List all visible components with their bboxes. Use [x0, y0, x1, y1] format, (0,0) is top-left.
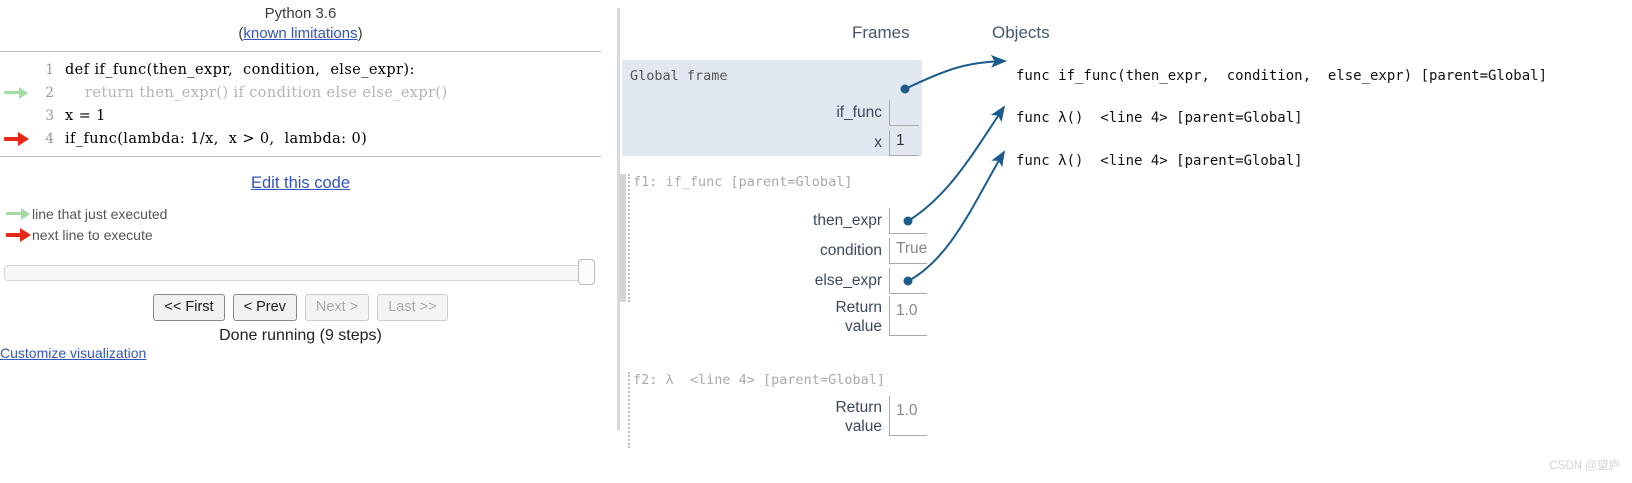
variable-row-if_func: if_func: [772, 98, 919, 128]
known-limitations-link[interactable]: known limitations: [243, 25, 358, 42]
line-number: 3: [45, 107, 54, 124]
variable-row-return-value: Return value 1.0: [772, 396, 927, 438]
legend-label: next line to execute: [32, 226, 153, 243]
code-row[interactable]: 3 x = 1: [0, 104, 601, 127]
just-executed-arrow-icon: [4, 86, 30, 99]
prev-button[interactable]: < Prev: [232, 294, 297, 321]
frames-heading: Frames: [852, 23, 910, 42]
global-frame-title: Global frame: [630, 68, 728, 84]
pointer-arrow-then_expr: [907, 105, 1006, 222]
code-text: x = 1: [65, 107, 106, 124]
step-navigation-buttons: << First < Prev Next > Last >>: [0, 294, 601, 321]
object-entry-if_func: func if_func(then_expr, condition, else_…: [1016, 68, 1548, 84]
code-row[interactable]: 4 if_func(lambda: 1/x, x > 0, lambda: 0): [0, 127, 601, 150]
variable-name: condition: [819, 242, 882, 259]
variable-row-condition: condition True: [772, 236, 927, 266]
frame-left-rule: [628, 174, 631, 302]
variable-value: True: [889, 238, 927, 264]
code-listing: 1 def if_func(then_expr, condition, else…: [0, 51, 601, 157]
variable-value-pointer: [889, 100, 919, 126]
visualization-panel: Frames Objects Global frame if_func x 1 …: [620, 0, 1632, 483]
variable-name: then_expr: [813, 212, 882, 229]
variable-name: x: [874, 134, 882, 151]
next-line-arrow-icon: [4, 131, 30, 146]
variable-row-x: x 1: [772, 128, 919, 158]
frame-label: f1: if_func [parent=Global]: [633, 174, 853, 190]
line-number: 2: [45, 84, 54, 101]
code-text: if_func(lambda: 1/x, x > 0, lambda: 0): [65, 130, 368, 147]
variable-name: Return value: [835, 299, 882, 335]
slider-handle[interactable]: [578, 259, 595, 285]
step-slider[interactable]: [4, 259, 595, 285]
variable-value: 1.0: [889, 296, 927, 336]
code-arrow-cell: [0, 81, 34, 104]
variable-name: else_expr: [814, 272, 882, 289]
python-version-label: Python 3.6: [264, 5, 337, 22]
code-text: def if_func(then_expr, condition, else_e…: [65, 61, 415, 78]
code-text: return then_expr() if condition else els…: [65, 84, 448, 101]
next-button[interactable]: Next >: [304, 294, 370, 321]
variable-value-pointer: [889, 208, 927, 234]
slider-track[interactable]: [4, 265, 595, 281]
edit-this-code-link[interactable]: Edit this code: [250, 174, 351, 192]
code-arrow-cell: [0, 127, 34, 150]
known-limitations-line: (known limitations): [0, 24, 601, 44]
legend-label: line that just executed: [32, 205, 168, 222]
execution-status: Done running (9 steps): [219, 327, 382, 344]
global-frame: Global frame if_func x 1: [622, 60, 922, 156]
variable-value: 1: [889, 130, 919, 156]
variable-row-else_expr: else_expr: [772, 266, 927, 296]
code-row[interactable]: 1 def if_func(then_expr, condition, else…: [0, 58, 601, 81]
python-version-block: Python 3.6 (known limitations): [0, 0, 601, 44]
green-arrow-icon: [2, 206, 32, 222]
legend: line that just executed next line to exe…: [0, 203, 601, 245]
legend-item-next-line: next line to execute: [2, 224, 601, 245]
edit-code-row: Edit this code: [0, 174, 601, 193]
code-arrow-cell: [0, 58, 34, 81]
frame-label: f2: λ <line 4> [parent=Global]: [633, 372, 885, 388]
variable-name: Return value: [835, 399, 882, 435]
first-button[interactable]: << First: [153, 294, 225, 321]
line-number: 4: [45, 130, 54, 147]
variable-value: 1.0: [889, 396, 927, 436]
object-entry-lambda-2: func λ() <line 4> [parent=Global]: [1016, 153, 1303, 169]
variable-row-then_expr: then_expr: [772, 206, 927, 236]
last-button[interactable]: Last >>: [377, 294, 448, 321]
variable-value-pointer: [889, 268, 927, 294]
watermark: CSDN @望庐: [1549, 460, 1620, 472]
code-arrow-cell: [0, 104, 34, 127]
frame-active-bar: [620, 174, 626, 302]
line-number: 1: [45, 61, 54, 78]
code-panel: Python 3.6 (known limitations) 1 def if_…: [0, 0, 601, 483]
frame-left-rule: [628, 372, 631, 448]
paren-open: (: [238, 25, 244, 42]
object-entry-lambda-1: func λ() <line 4> [parent=Global]: [1016, 110, 1303, 126]
variable-row-return-value: Return value 1.0: [772, 296, 927, 338]
legend-item-just-executed: line that just executed: [2, 203, 601, 224]
code-row[interactable]: 2 return then_expr() if condition else e…: [0, 81, 601, 104]
customize-visualization-link[interactable]: Customize visualization: [0, 345, 147, 361]
objects-heading: Objects: [992, 23, 1050, 42]
paren-close: ): [357, 25, 363, 42]
panel-divider: [617, 8, 620, 430]
variable-name: if_func: [836, 104, 882, 121]
red-arrow-icon: [2, 227, 32, 243]
